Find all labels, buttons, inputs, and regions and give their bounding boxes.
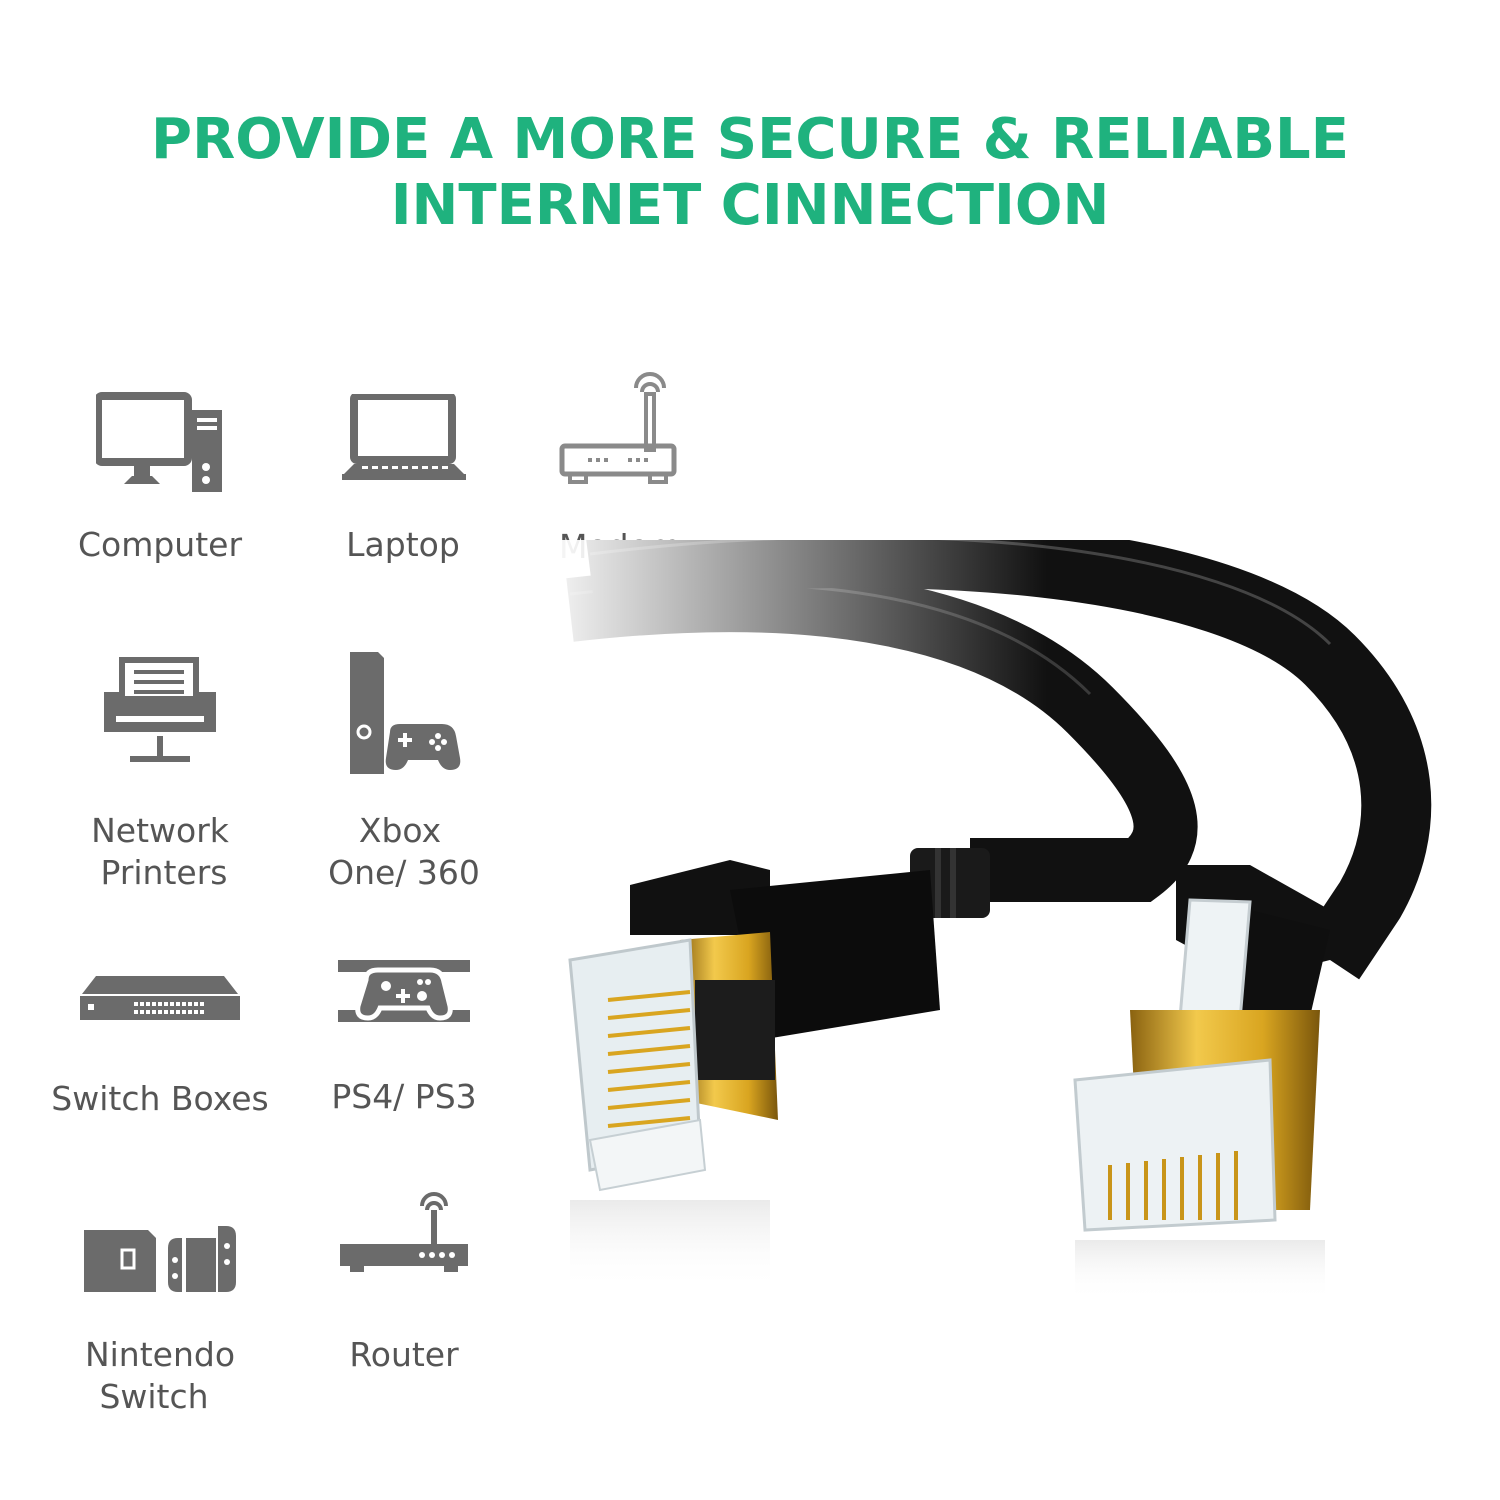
nintendo-label-line-2: Switch [99,1377,209,1416]
ethernet-cable-image [530,517,1470,1304]
laptop-icon [340,394,468,486]
printer-label-line-2: Printers [100,853,228,892]
router-label: Router [349,1335,459,1374]
xbox-label-line-1: Xbox [358,811,442,850]
nintendo-label-line-1: Nintendo [84,1335,236,1374]
xbox-icon [346,650,462,778]
playstation-label: PS4/ PS3 [331,1077,477,1116]
headline-line-1: PROVIDE A MORE SECURE & RELIABLE [151,107,1349,172]
modem-icon [558,370,678,488]
computer-icon [96,392,226,494]
router-icon [340,1192,468,1274]
headline-line-2: INTERNET CINNECTION [390,173,1110,238]
switch-box-label: Switch Boxes [51,1079,269,1118]
laptop-label: Laptop [346,525,460,564]
computer-label: Computer [77,525,243,564]
nintendo-switch-icon [82,1224,238,1296]
switch-box-icon [80,974,240,1022]
playstation-icon [338,958,470,1024]
printer-icon [102,656,218,764]
xbox-label-line-2: One/ 360 [328,853,480,892]
printer-label-line-1: Network [91,811,229,850]
